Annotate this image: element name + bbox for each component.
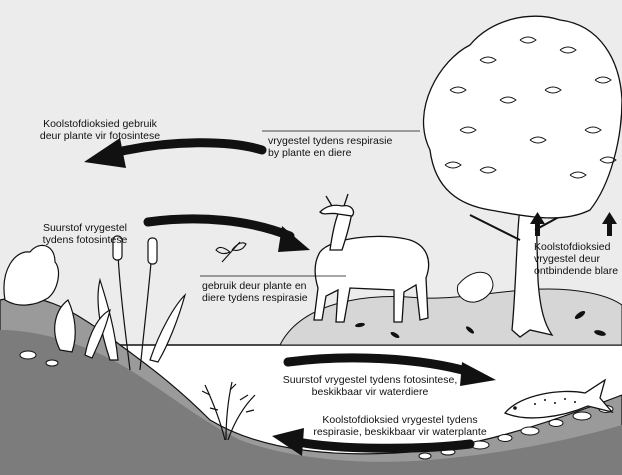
label-co2-used-by-plants: Koolstofdioksied gebruik deur plante vir… xyxy=(20,118,180,142)
label-line: vrygestel deur xyxy=(534,253,622,265)
label-line: Suurstof vrygestel xyxy=(30,222,140,234)
label-oxygen-released: Suurstof vrygestel tydens fotosintese xyxy=(30,222,140,246)
label-released-by-respiration: vrygestel tydens respirasie by plante en… xyxy=(268,135,392,159)
label-line: tydens fotosintese xyxy=(30,234,140,246)
label-line: beskikbaar vir waterdiere xyxy=(270,386,470,398)
label-line: vrygestel tydens respirasie xyxy=(268,135,392,147)
label-line: ontbindende blare xyxy=(534,265,622,277)
label-co2-for-water-plants: Koolstofdioksied vrygestel tydens respir… xyxy=(300,414,500,438)
label-line: respirasie, beskikbaar vir waterplante xyxy=(300,426,500,438)
label-line: Suurstof vrygestel tydens fotosintese, xyxy=(270,374,470,386)
label-line: gebruik deur plante en xyxy=(202,280,308,292)
label-line: deur plante vir fotosintese xyxy=(20,130,180,142)
label-line: diere tydens respirasie xyxy=(202,292,308,304)
label-line: Koolstofdioksied gebruik xyxy=(20,118,180,130)
label-oxygen-for-water-animals: Suurstof vrygestel tydens fotosintese, b… xyxy=(270,374,470,398)
label-used-in-respiration: gebruik deur plante en diere tydens resp… xyxy=(202,280,308,304)
label-line: Koolstofdioksied vrygestel tydens xyxy=(300,414,500,426)
label-line: Koolstofdioksied xyxy=(534,241,622,253)
label-line: by plante en diere xyxy=(268,147,392,159)
label-co2-from-leaves: Koolstofdioksied vrygestel deur ontbinde… xyxy=(534,241,622,277)
